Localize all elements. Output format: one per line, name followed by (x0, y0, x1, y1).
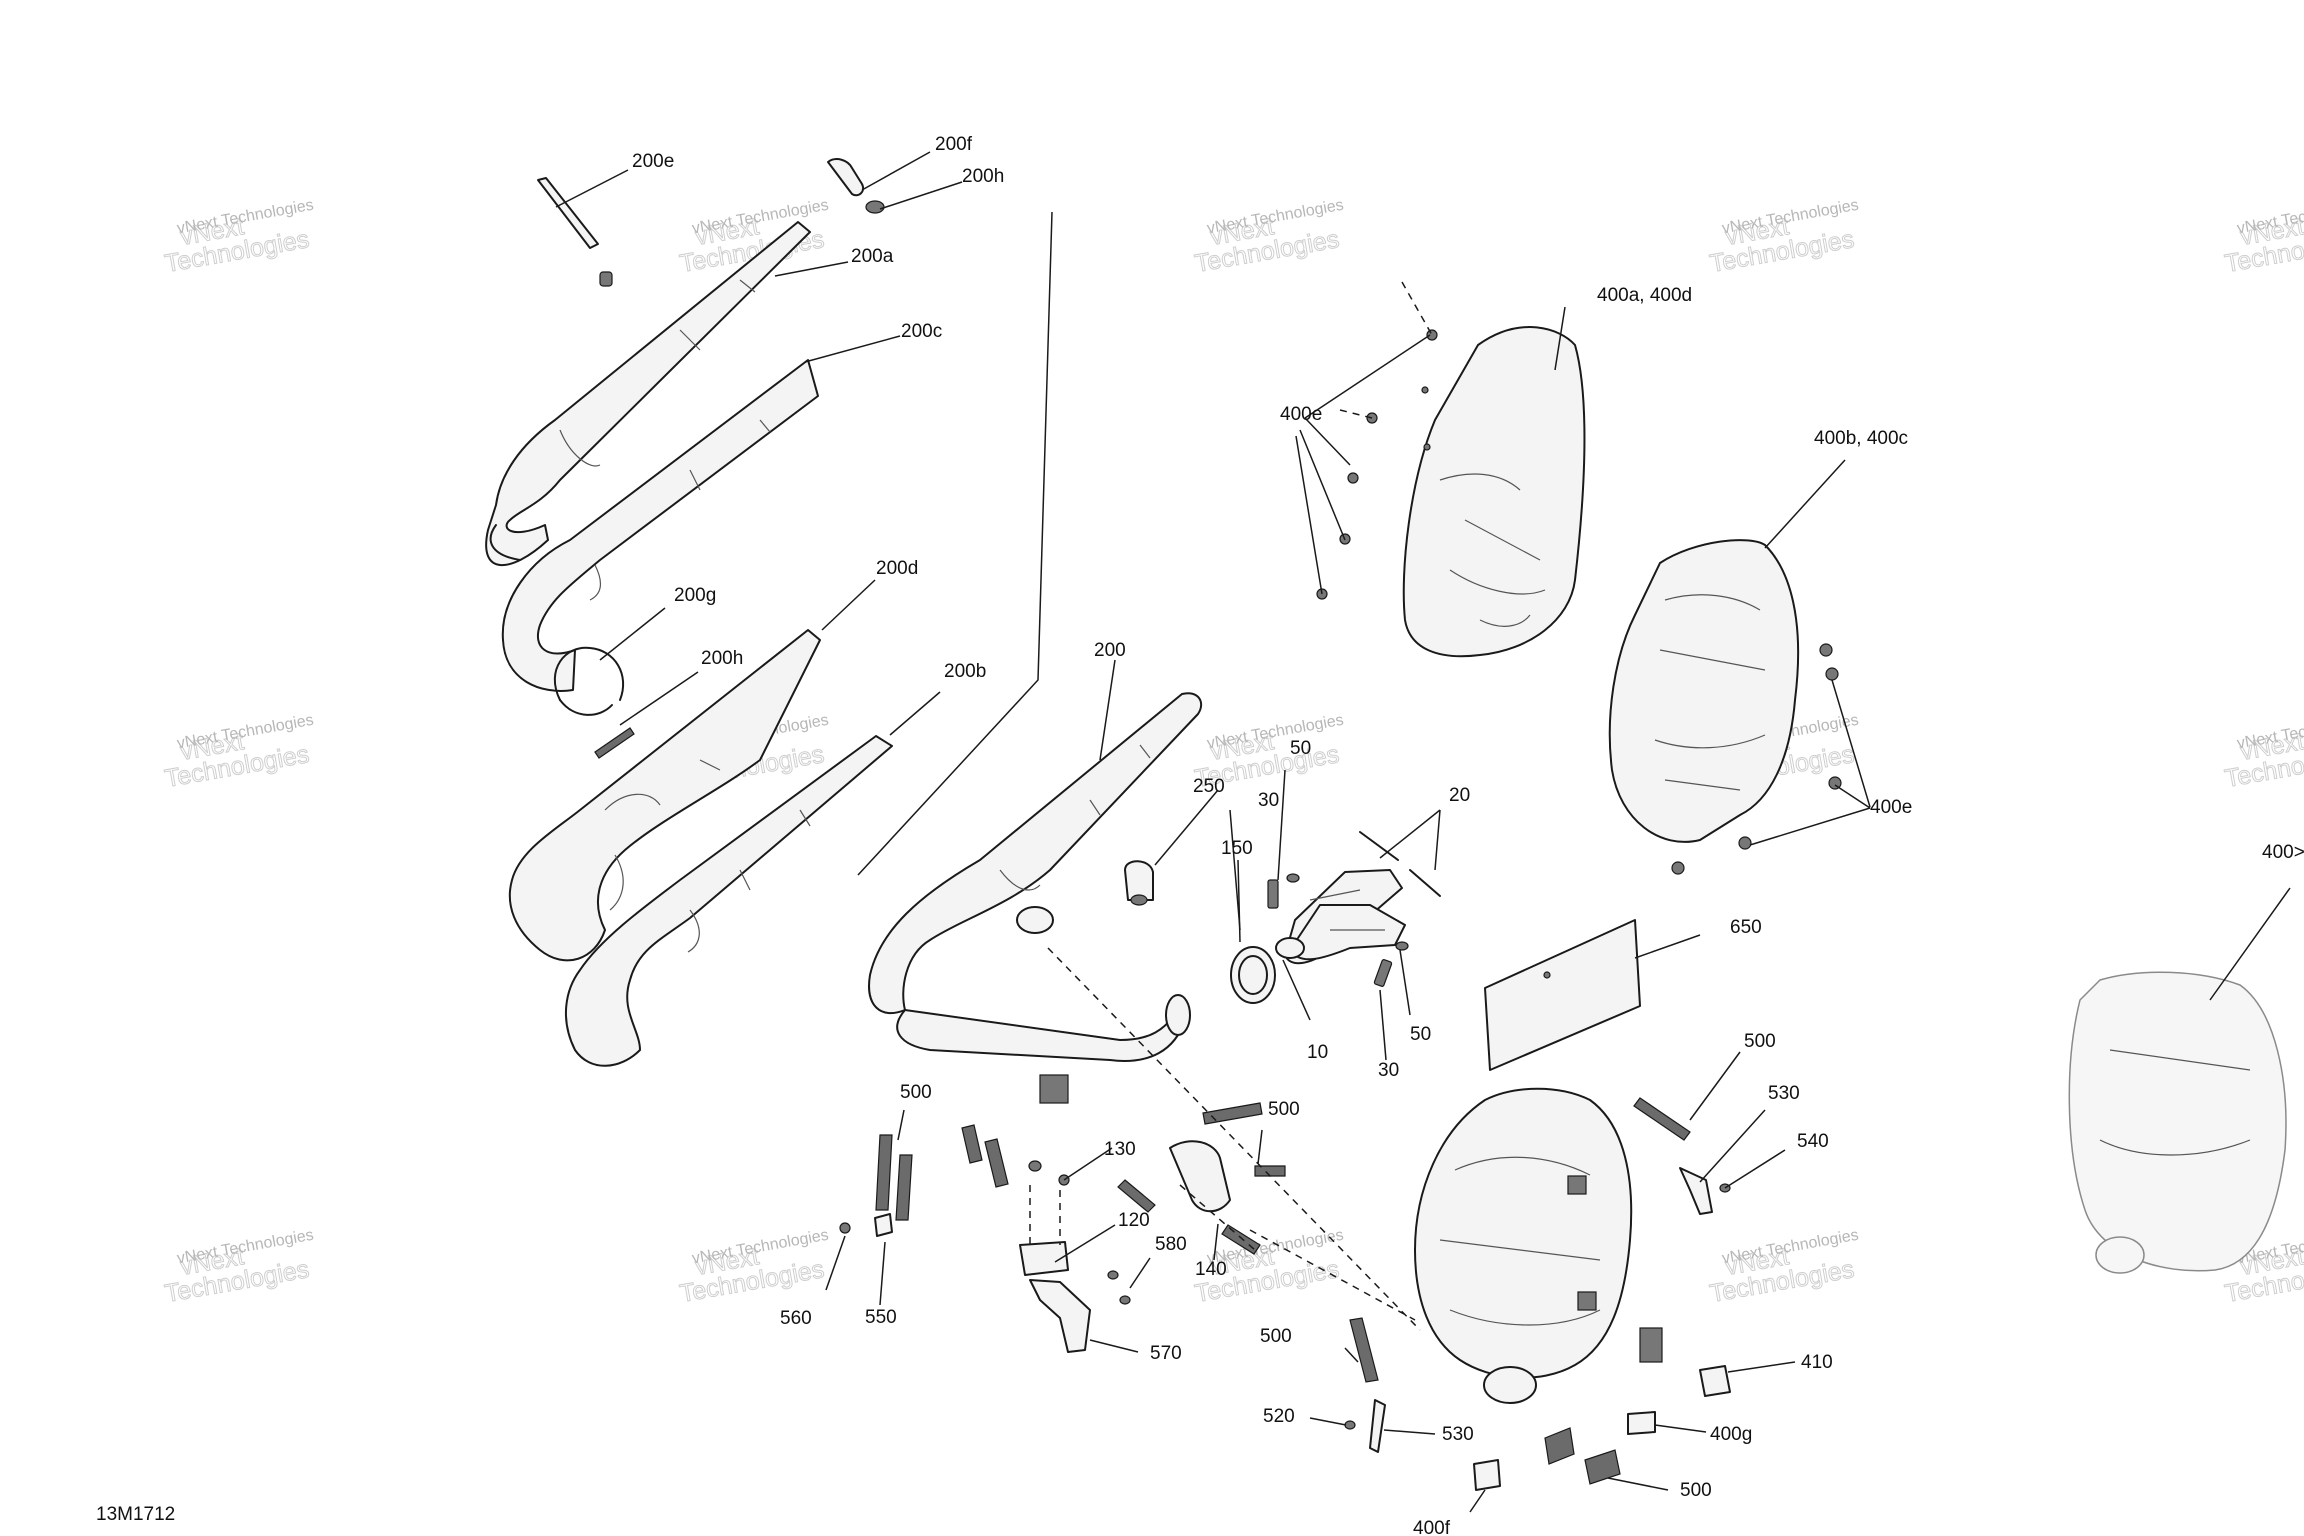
leader-lines (555, 151, 2291, 1513)
mount-250[interactable] (1124, 860, 1154, 906)
reference-line (857, 211, 1053, 876)
watermark: vNext vNext Technologies Technologies (677, 1227, 830, 1309)
shield-400-partial[interactable] (2068, 971, 2287, 1274)
callout-650: 650 (1730, 917, 1762, 938)
callout-140: 140 (1195, 1259, 1227, 1280)
callout-400g: 400g (1710, 1424, 1752, 1445)
exhaust-pipe-200[interactable] (868, 692, 1203, 1104)
watermark: vNext vNext Technologies Technologies (2222, 712, 2304, 794)
callout-10: 10 (1307, 1042, 1328, 1063)
callout-30: 30 (1258, 790, 1279, 811)
callout-560: 560 (780, 1308, 812, 1329)
callout-50: 50 (1410, 1024, 1431, 1045)
callout-400f: 400f (1413, 1518, 1451, 1536)
manifold-10[interactable] (1275, 869, 1406, 965)
callout-30: 30 (1378, 1060, 1399, 1081)
callout-120: 120 (1118, 1210, 1150, 1231)
callout-200: 200 (1094, 640, 1126, 661)
callout-500: 500 (1744, 1031, 1776, 1052)
callout-200h: 200h (962, 166, 1004, 187)
callout-400e: 400e (1870, 797, 1912, 818)
figure-number: 13M1712 (96, 1504, 175, 1525)
callout-200f: 200f (935, 134, 973, 155)
callout-400a-400d: 400a, 400d (1597, 285, 1692, 306)
pipe-variant-200c[interactable] (501, 359, 819, 692)
pipe-variant-200d[interactable] (508, 629, 821, 962)
heat-shield-400a[interactable] (1402, 326, 1586, 658)
callout-50: 50 (1290, 738, 1311, 759)
gasket-20[interactable] (1359, 831, 1441, 897)
pipe-variant-200b[interactable] (564, 735, 893, 1067)
callout-200a: 200a (851, 246, 894, 267)
watermark: vNext vNext Technologies Technologies (162, 1227, 315, 1309)
bracket-200f[interactable] (827, 158, 885, 214)
fasteners-400e[interactable] (1316, 329, 1842, 875)
stud-50[interactable] (1286, 873, 1409, 951)
callout-540: 540 (1797, 1131, 1829, 1152)
callout-400b-400c: 400b, 400c (1814, 428, 1908, 449)
callout-500: 500 (1268, 1099, 1300, 1120)
watermark: vNext vNext Technologies Technologies (1192, 197, 1345, 279)
callout-580: 580 (1155, 1234, 1187, 1255)
callout-200h: 200h (701, 648, 743, 669)
callout-200g: 200g (674, 585, 716, 606)
callout-200e: 200e (632, 151, 674, 172)
watermark: vNext vNext Technologies Technologies (1707, 1227, 1860, 1309)
callout-labels: 200e 200f 200h 200a 200c 200d 200g 200h … (632, 134, 2304, 1536)
callout-520: 520 (1263, 1406, 1295, 1427)
callout-250: 250 (1193, 776, 1225, 797)
callout-20: 20 (1449, 785, 1470, 806)
muffler[interactable] (1414, 1087, 1663, 1404)
callout-200b: 200b (944, 661, 986, 682)
callout-500: 500 (1680, 1480, 1712, 1501)
spring-200h[interactable] (594, 727, 635, 759)
callout-530: 530 (1442, 1424, 1474, 1445)
callout-130: 130 (1104, 1139, 1136, 1160)
callout-400: 400> (2262, 842, 2304, 863)
assembly-dashed-lines (1029, 281, 1433, 1331)
heat-mat-650[interactable] (1484, 919, 1641, 1071)
hardware-small[interactable] (839, 1140, 1731, 1491)
callout-400e: 400e (1280, 404, 1322, 425)
callout-200d: 200d (876, 558, 918, 579)
callout-570: 570 (1150, 1343, 1182, 1364)
watermarks: vNext vNext Technologies Technologies vN… (162, 197, 2304, 1309)
callout-500: 500 (900, 1082, 932, 1103)
springs-500[interactable] (875, 1097, 1691, 1485)
callout-500: 500 (1260, 1326, 1292, 1347)
callout-410: 410 (1801, 1352, 1833, 1373)
watermark: vNext vNext Technologies Technologies (1192, 712, 1345, 794)
callout-150: 150 (1221, 838, 1253, 859)
bolt-30[interactable] (1267, 879, 1393, 987)
clamp-200g[interactable] (553, 646, 625, 716)
watermark: vNext vNext Technologies Technologies (162, 712, 315, 794)
watermark: vNext vNext Technologies Technologies (1707, 197, 1860, 279)
rod-200e[interactable] (537, 177, 613, 287)
watermark: vNext vNext Technologies Technologies (162, 197, 315, 279)
callout-530: 530 (1768, 1083, 1800, 1104)
callout-550: 550 (865, 1307, 897, 1328)
watermark: vNext vNext Technologies Technologies (2222, 197, 2304, 279)
callout-200c: 200c (901, 321, 942, 342)
pipe-variant-200a[interactable] (485, 221, 811, 566)
gasket-150[interactable] (1230, 946, 1276, 1004)
heat-shield-400b[interactable] (1608, 539, 1800, 843)
